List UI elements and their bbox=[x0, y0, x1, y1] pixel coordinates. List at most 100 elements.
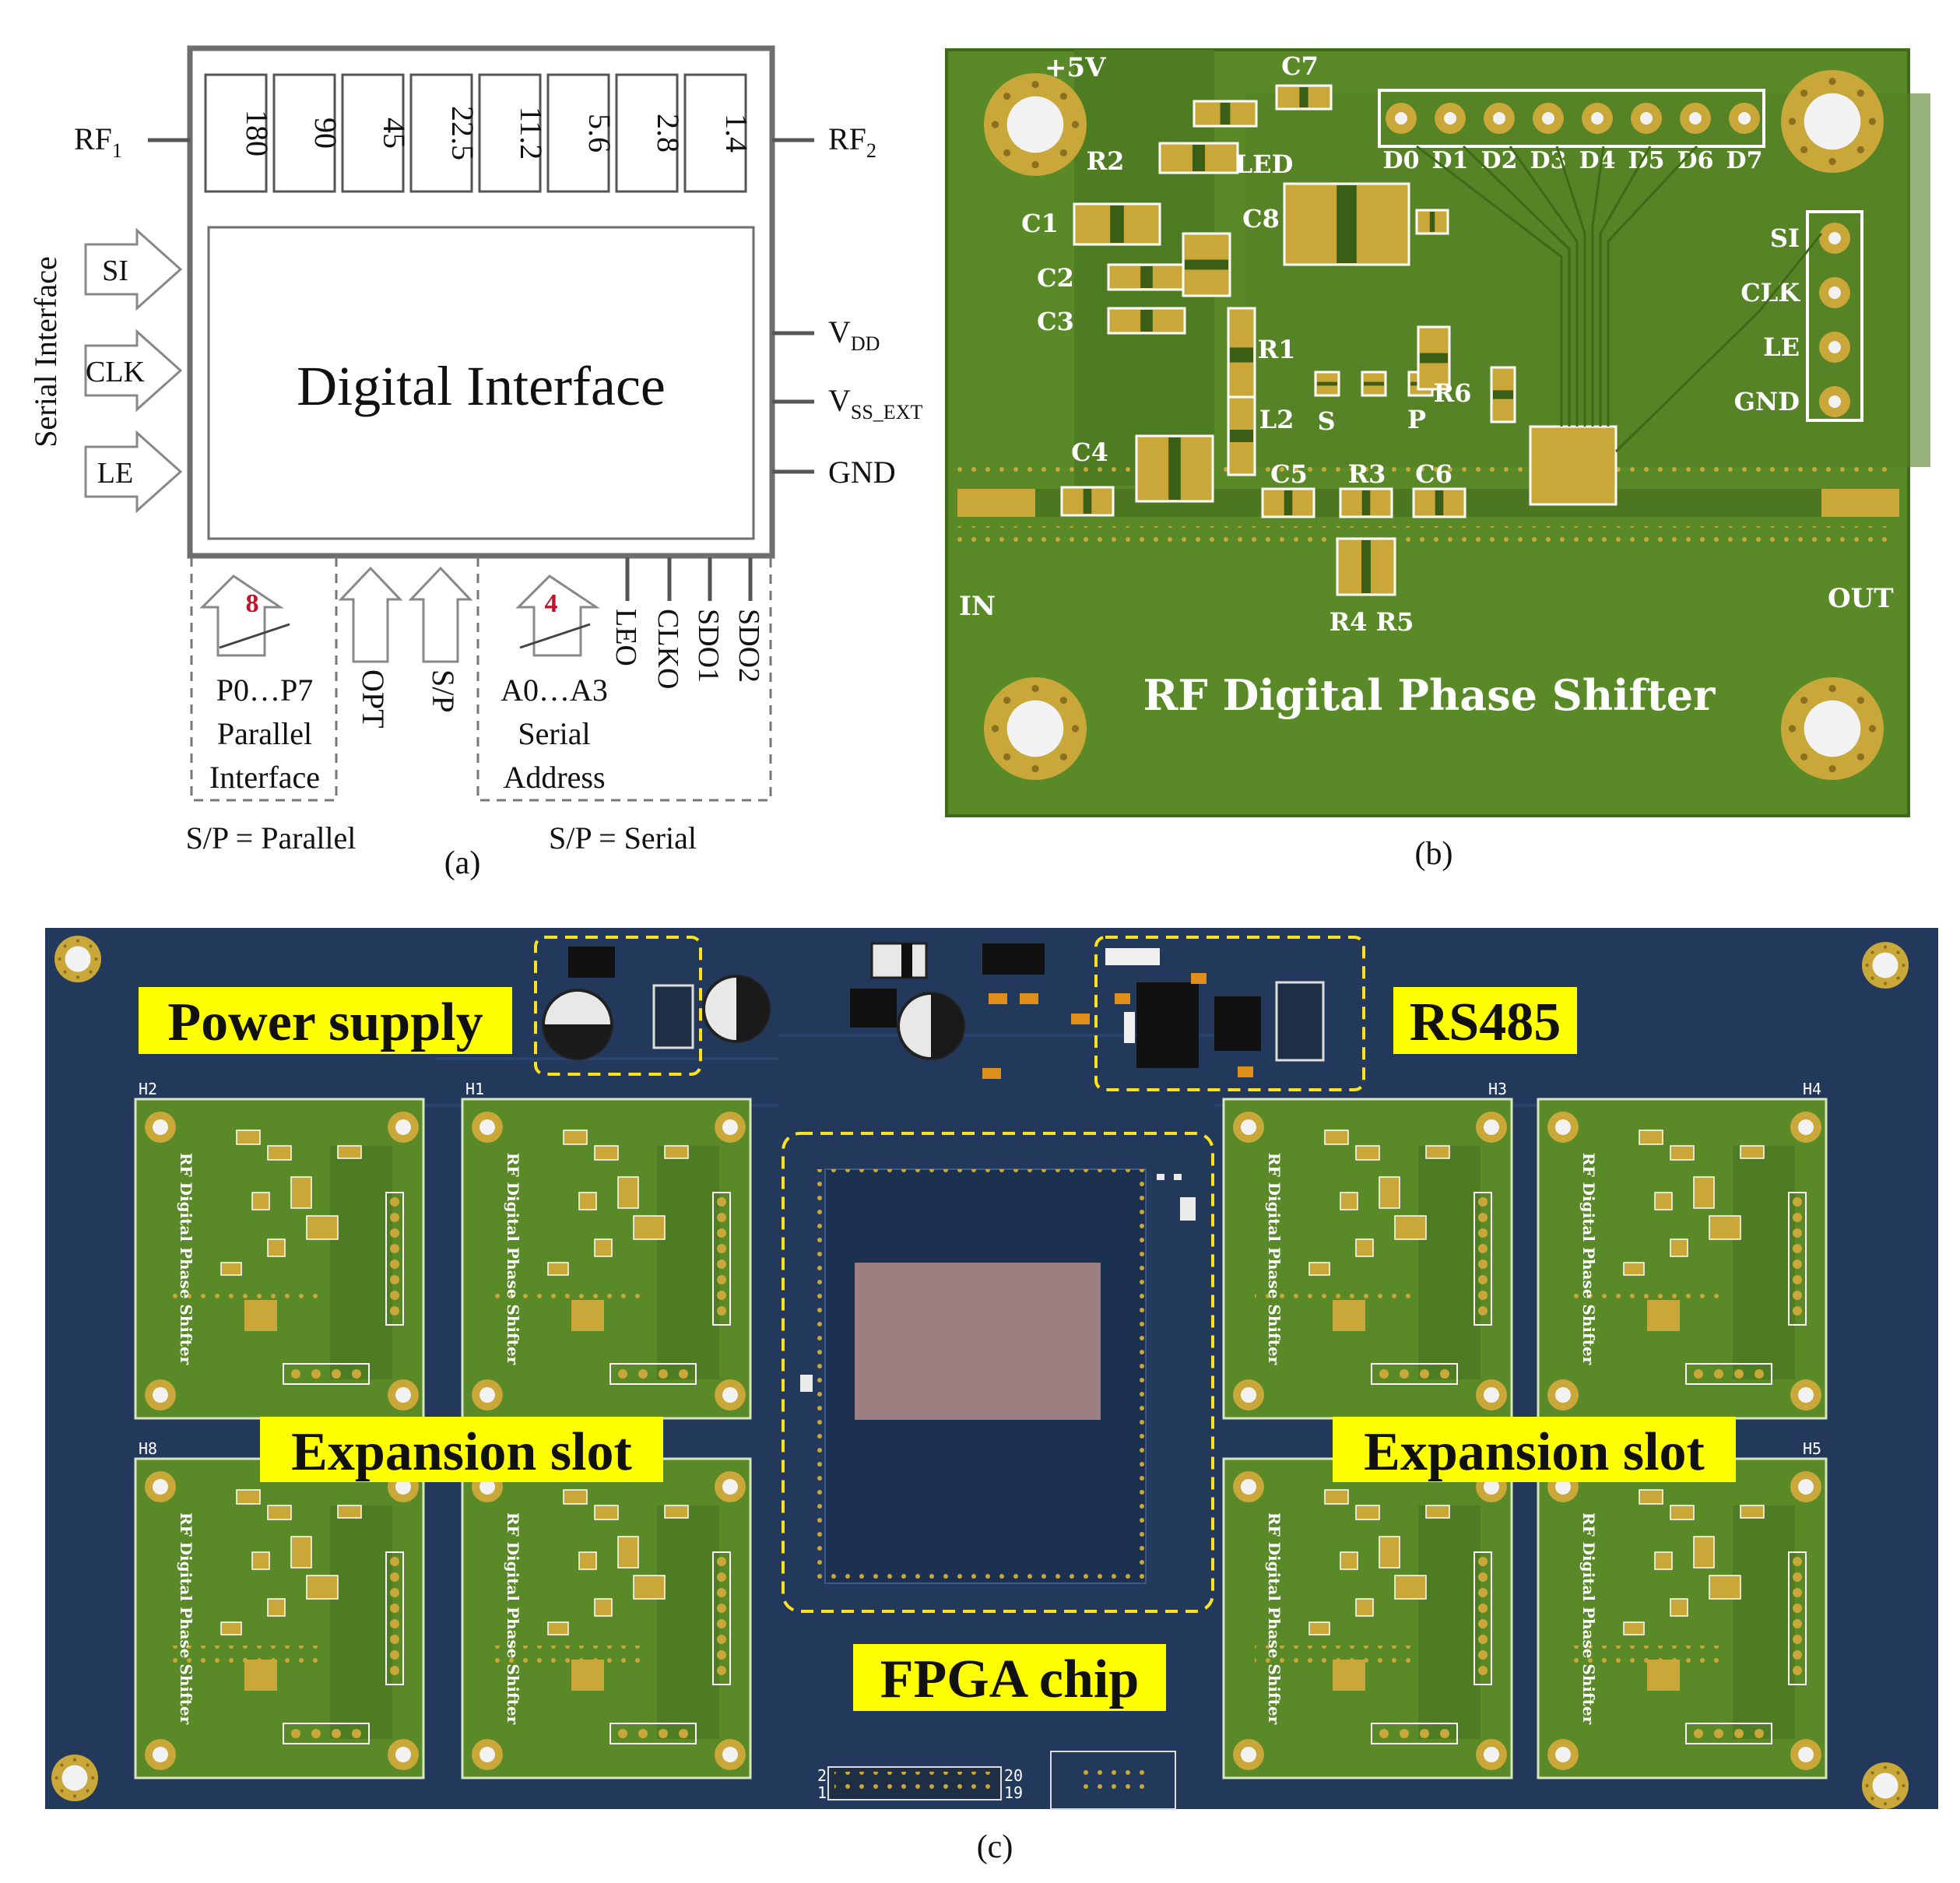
header-pin-si: SI bbox=[1770, 223, 1850, 254]
rf2-label: RF2 bbox=[828, 121, 876, 162]
footprint bbox=[1417, 325, 1451, 391]
power-label: +5V bbox=[1045, 52, 1106, 83]
footprint bbox=[1107, 263, 1186, 291]
footprint bbox=[1283, 182, 1410, 266]
caption-b: (b) bbox=[1415, 836, 1453, 872]
data-pin-d4: D4 bbox=[1579, 103, 1616, 174]
footprint bbox=[1314, 371, 1340, 397]
address-label-1: Serial bbox=[518, 716, 590, 751]
svg-text:RF Digital Phase Shifter: RF Digital Phase Shifter bbox=[177, 1153, 195, 1365]
data-pin-d0: D0 bbox=[1383, 103, 1420, 174]
footprint bbox=[1361, 371, 1387, 397]
digital-interface-label: Digital Interface bbox=[297, 355, 666, 417]
component-label-r2: R2 bbox=[1087, 146, 1125, 176]
slot-id: H3 bbox=[1488, 1080, 1507, 1098]
expansion-slot-board: RF Digital Phase Shifter H2 bbox=[134, 1080, 425, 1420]
svg-text:D7: D7 bbox=[1726, 147, 1763, 174]
footprint bbox=[1275, 84, 1333, 111]
footprint bbox=[1339, 487, 1393, 518]
component-label-c2: C2 bbox=[1037, 263, 1074, 293]
mode-parallel-label: S/P = Parallel bbox=[186, 820, 357, 855]
svg-text:Expansion slot: Expansion slot bbox=[1364, 1422, 1705, 1482]
address-pins-label: A0…A3 bbox=[501, 673, 608, 708]
svg-text:45: 45 bbox=[377, 118, 412, 149]
svg-text:OPT: OPT bbox=[356, 669, 391, 729]
rf-in-label: IN bbox=[959, 591, 996, 622]
svg-text:LE: LE bbox=[1763, 332, 1800, 362]
component-footprints bbox=[1060, 84, 1516, 596]
svg-text:SDO2: SDO2 bbox=[732, 609, 765, 683]
phase-bit-0: 180 bbox=[204, 73, 275, 193]
svg-text:22.5: 22.5 bbox=[445, 106, 480, 160]
svg-text:RF Digital Phase Shifter: RF Digital Phase Shifter bbox=[177, 1512, 195, 1725]
component-label-c8: C8 bbox=[1242, 204, 1280, 234]
slot-id: H2 bbox=[139, 1080, 157, 1098]
svg-text:D1: D1 bbox=[1432, 147, 1469, 174]
mounting-hole bbox=[984, 73, 1087, 176]
phase-bit-5: 5.6 bbox=[546, 73, 617, 193]
component-label-led: LED bbox=[1235, 149, 1294, 179]
fpga-die bbox=[855, 1263, 1101, 1420]
slot-id: H8 bbox=[139, 1439, 157, 1458]
mounting-hole bbox=[984, 677, 1087, 780]
phase-bit-1: 90 bbox=[272, 73, 343, 193]
svg-text:CLKO: CLKO bbox=[652, 609, 684, 689]
address-label-2: Address bbox=[503, 760, 605, 795]
component-label-p: P bbox=[1407, 405, 1426, 434]
component-label-c3: C3 bbox=[1037, 307, 1074, 336]
svg-text:D4: D4 bbox=[1579, 147, 1616, 174]
mode-serial-label: S/P = Serial bbox=[549, 820, 697, 855]
phase-bit-4: 11.2 bbox=[478, 73, 549, 193]
mounting-holes bbox=[984, 70, 1884, 780]
parallel-bus-width: 8 bbox=[246, 589, 259, 618]
footprint bbox=[1490, 366, 1516, 423]
svg-text:RF Digital Phase Shifter: RF Digital Phase Shifter bbox=[1265, 1153, 1284, 1365]
serial-arrow-si: SI bbox=[84, 227, 183, 311]
data-pin-d7: D7 bbox=[1726, 103, 1763, 174]
svg-text:SI: SI bbox=[1770, 223, 1800, 253]
expansion-slot-board: RF Digital Phase Shifter H4 bbox=[1537, 1080, 1828, 1420]
serial-arrow-le: LE bbox=[84, 430, 183, 514]
header-pin-le: LE bbox=[1763, 332, 1850, 363]
vdd-label: VDD bbox=[828, 314, 880, 355]
svg-text:RF Digital Phase Shifter: RF Digital Phase Shifter bbox=[1579, 1153, 1598, 1365]
component-label-c6: C6 bbox=[1415, 459, 1452, 489]
svg-text:Expansion slot: Expansion slot bbox=[291, 1422, 632, 1482]
svg-text:CLK: CLK bbox=[86, 356, 146, 388]
svg-text:LE: LE bbox=[97, 457, 133, 490]
expansion-slot-label-left: Expansion slot bbox=[260, 1417, 663, 1482]
component-label-r3: R3 bbox=[1348, 459, 1386, 489]
data-pin-d3: D3 bbox=[1530, 103, 1566, 174]
svg-text:CLK: CLK bbox=[1740, 278, 1800, 307]
slot-id: H5 bbox=[1803, 1439, 1821, 1458]
header-pin-gnd: GND bbox=[1734, 386, 1850, 417]
serial-input-arrows: SI CLK LE bbox=[84, 227, 183, 514]
phase-bit-3: 22.5 bbox=[409, 73, 480, 193]
svg-text:GND: GND bbox=[1734, 387, 1800, 416]
output-pin-leo: LEO bbox=[609, 557, 642, 666]
footprint bbox=[1135, 434, 1214, 503]
svg-text:D0: D0 bbox=[1383, 147, 1420, 174]
component-label-c4: C4 bbox=[1071, 437, 1108, 467]
slot-id: H4 bbox=[1803, 1080, 1821, 1098]
digital-interface-box bbox=[207, 226, 755, 540]
svg-text:2.8: 2.8 bbox=[651, 114, 686, 153]
component-label-l2: L2 bbox=[1259, 405, 1294, 434]
svg-text:RF Digital Phase Shifter: RF Digital Phase Shifter bbox=[504, 1512, 522, 1725]
component-label-c1: C1 bbox=[1021, 209, 1059, 238]
rf1-label: RF1 bbox=[74, 121, 122, 162]
rf-out-label: OUT bbox=[1828, 583, 1894, 614]
expansion-slot-label-right: Expansion slot bbox=[1333, 1417, 1736, 1482]
opt-arrow: OPT bbox=[338, 566, 403, 729]
svg-text:180: 180 bbox=[240, 110, 275, 156]
rs485-region bbox=[1094, 936, 1365, 1091]
sp-arrow: S/P bbox=[408, 566, 473, 713]
svg-text:S/P: S/P bbox=[426, 669, 461, 713]
